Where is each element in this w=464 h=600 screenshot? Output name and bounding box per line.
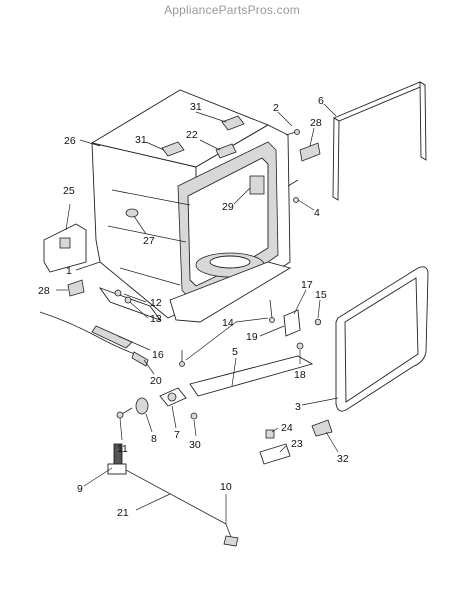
callout-16: 16: [152, 349, 164, 361]
tub-gasket-u-shape[interactable]: [335, 266, 429, 412]
screw-part-15[interactable]: [314, 318, 322, 326]
callout-28-upper: 28: [310, 117, 322, 129]
latch-part-29[interactable]: [249, 175, 265, 195]
callout-8: 8: [151, 433, 157, 445]
nut-part-18[interactable]: [296, 342, 304, 350]
screw-part-11[interactable]: [116, 407, 133, 419]
side-bracket-part-25[interactable]: [43, 223, 87, 273]
callout-22: 22: [186, 129, 198, 141]
washer-part-30[interactable]: [190, 412, 198, 420]
callout-24: 24: [281, 422, 293, 434]
callout-13: 13: [150, 313, 162, 325]
bracket-part-28-lower[interactable]: [67, 279, 85, 297]
rod-part-21[interactable]: [125, 469, 239, 547]
fitting-part-23-24[interactable]: [259, 429, 291, 465]
watermark: AppliancePartsPros.com: [164, 3, 300, 17]
callout-2: 2: [273, 102, 279, 114]
callout-19: 19: [246, 331, 258, 343]
callout-17: 17: [301, 279, 313, 291]
plate-part-5[interactable]: [189, 355, 314, 397]
callout-32: 32: [337, 453, 349, 465]
callout-6: 6: [318, 95, 324, 107]
callout-1: 1: [66, 265, 72, 277]
callout-11: 11: [117, 443, 128, 455]
callout-28-lower: 28: [38, 285, 50, 297]
leveling-leg-part-9[interactable]: [107, 443, 127, 475]
screw-part-2[interactable]: [285, 129, 300, 136]
clip-part-32[interactable]: [311, 419, 333, 437]
leader-lines: [56, 103, 339, 524]
callout-20: 20: [150, 375, 162, 387]
door-gasket-top[interactable]: [332, 81, 427, 201]
callout-labels: 1 2 3 4 5 6 7 8 9 10 11 12 13 14 15 16 1…: [38, 95, 349, 519]
callout-30: 30: [189, 439, 201, 451]
callout-18: 18: [294, 369, 306, 381]
callout-27: 27: [143, 235, 155, 247]
callout-15: 15: [315, 289, 327, 301]
callout-9: 9: [77, 483, 83, 495]
callout-31-right: 31: [190, 101, 202, 113]
callout-14: 14: [222, 317, 234, 329]
callout-21: 21: [117, 507, 129, 519]
bracket-part-12-13[interactable]: [98, 287, 162, 321]
callout-26: 26: [64, 135, 76, 147]
callout-23: 23: [291, 438, 303, 450]
pump-base-part-7[interactable]: [159, 387, 187, 407]
callout-10: 10: [220, 481, 232, 493]
callout-12: 12: [150, 297, 162, 309]
cable-part-20[interactable]: [39, 311, 149, 367]
callout-3: 3: [295, 401, 301, 413]
callout-29: 29: [222, 201, 234, 213]
bracket-part-17-19[interactable]: [283, 309, 301, 337]
screw-part-14[interactable]: [179, 299, 275, 367]
screw-part-4[interactable]: [287, 179, 299, 203]
callout-31-left: 31: [135, 134, 147, 146]
tub-assembly[interactable]: [90, 89, 292, 323]
callout-5: 5: [232, 346, 238, 358]
callout-4: 4: [314, 207, 320, 219]
bracket-part-28-upper[interactable]: [299, 142, 321, 162]
callout-7: 7: [174, 429, 180, 441]
valve-part-8[interactable]: [135, 397, 149, 415]
callout-25: 25: [63, 185, 75, 197]
